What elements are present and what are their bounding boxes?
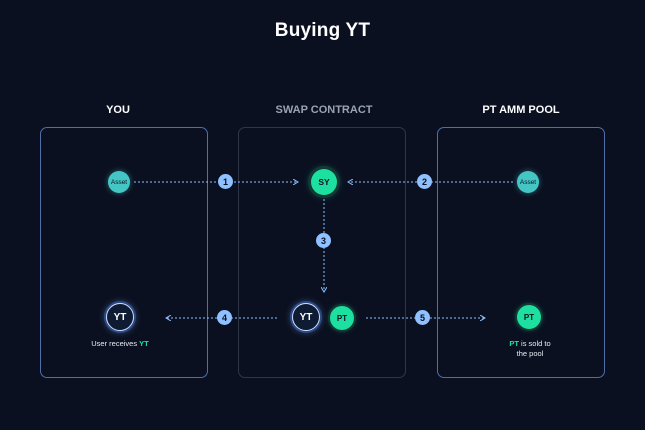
caption-pt-sold-line1: is sold to xyxy=(518,339,551,348)
caption-user-receives-token: YT xyxy=(139,339,149,348)
step-badge-4: 4 xyxy=(217,310,232,325)
panel-you xyxy=(40,127,208,378)
step-badge-2: 2 xyxy=(417,174,432,189)
panel-pt-amm-pool xyxy=(437,127,605,378)
column-title-swap-contract: SWAP CONTRACT xyxy=(275,104,373,116)
caption-pt-sold-token: PT xyxy=(509,339,519,348)
caption-pt-sold: PT is sold to the pool xyxy=(480,339,580,359)
column-title-pt-amm-pool: PT AMM POOL xyxy=(482,104,560,116)
diagram-title: Buying YT xyxy=(274,20,371,41)
yt-token-swap: YT xyxy=(292,303,320,331)
caption-user-receives: User receives YT xyxy=(70,339,170,349)
pt-token-swap: PT xyxy=(330,306,354,330)
asset-token-pool: Asset xyxy=(517,171,539,193)
pt-token-pool: PT xyxy=(517,305,541,329)
caption-user-receives-text: User receives xyxy=(91,339,140,348)
step-badge-3: 3 xyxy=(316,233,331,248)
asset-token-user: Asset xyxy=(108,171,130,193)
step-badge-1: 1 xyxy=(218,174,233,189)
step-badge-5: 5 xyxy=(415,310,430,325)
caption-pt-sold-line2: the pool xyxy=(516,349,544,358)
panel-swap-contract xyxy=(238,127,406,378)
column-title-you: YOU xyxy=(106,104,130,116)
sy-token: SY xyxy=(311,169,337,195)
yt-token-user: YT xyxy=(106,303,134,331)
